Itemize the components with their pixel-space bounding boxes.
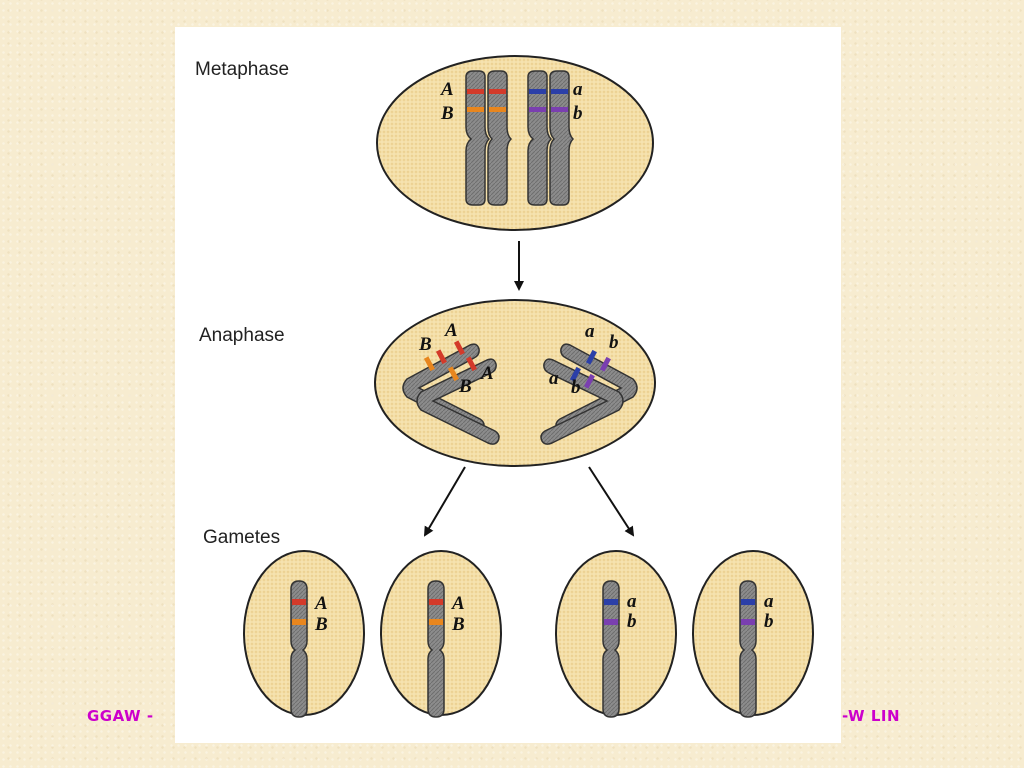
footer-left-text: GGAW - — [87, 707, 154, 725]
anaphase-allele-b-lower: b — [571, 377, 581, 398]
anaphase-allele-a-upper: a — [585, 321, 595, 342]
anaphase-allele-b-upper: b — [609, 332, 619, 353]
meiosis-diagram: Metaphase A B a b Anaphase A B A B — [195, 55, 814, 718]
gamete-2 — [380, 550, 502, 718]
anaphase-allele-B-lower: B — [458, 376, 472, 397]
label-anaphase: Anaphase — [199, 325, 285, 346]
anaphase-chromatids-ab — [540, 343, 638, 445]
anaphase-allele-A-upper: A — [444, 320, 458, 341]
arrow-anaphase-to-left-gametes — [423, 466, 466, 537]
metaphase-allele-a: a — [573, 79, 583, 100]
gamete-2-allele-A: A — [451, 593, 465, 614]
gamete-1-allele-A: A — [314, 593, 328, 614]
metaphase-chromosome-ab — [527, 70, 575, 206]
meiosis-figure: Metaphase A B a b Anaphase A B A B — [175, 27, 841, 743]
gamete-4-allele-b: b — [764, 611, 774, 632]
gamete-1 — [243, 550, 365, 718]
metaphase-chromosome-AB — [465, 70, 513, 206]
gamete-1-allele-B: B — [314, 614, 328, 635]
gamete-3-allele-b: b — [627, 611, 637, 632]
metaphase-cell — [376, 55, 654, 231]
gamete-4 — [692, 550, 814, 718]
label-metaphase: Metaphase — [195, 59, 289, 80]
gamete-4-allele-a: a — [764, 591, 774, 612]
label-gametes: Gametes — [203, 527, 280, 548]
anaphase-allele-a-lower: a — [549, 368, 559, 389]
gamete-3 — [555, 550, 677, 718]
gamete-2-allele-B: B — [451, 614, 465, 635]
metaphase-allele-B: B — [440, 103, 454, 124]
anaphase-chromatids-AB — [402, 340, 500, 445]
footer-right-text: -W LIN — [842, 707, 901, 725]
arrow-anaphase-to-right-gametes — [588, 466, 635, 537]
metaphase-allele-A: A — [440, 79, 454, 100]
anaphase-allele-A-lower: A — [480, 363, 494, 384]
gamete-3-allele-a: a — [627, 591, 637, 612]
anaphase-allele-B-upper: B — [418, 334, 432, 355]
metaphase-allele-b: b — [573, 103, 583, 124]
